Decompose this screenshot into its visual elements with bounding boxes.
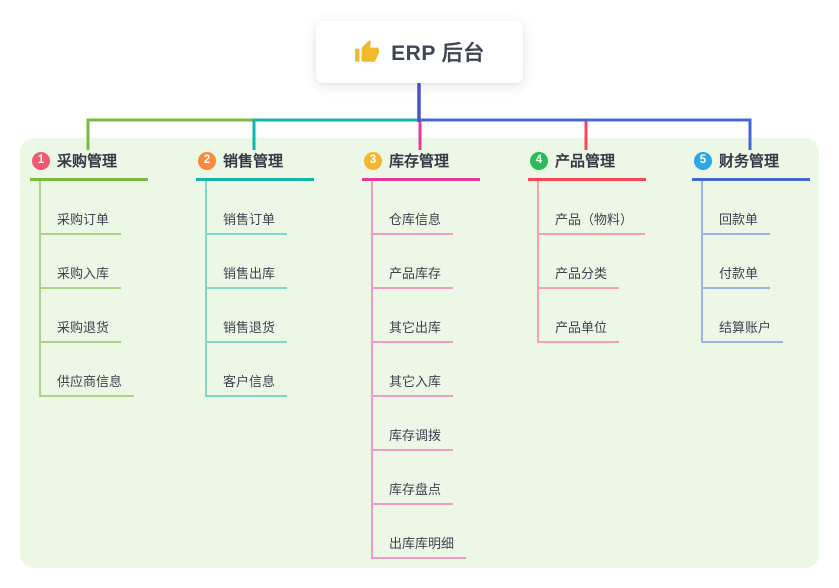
branch-item-label[interactable]: 产品分类 xyxy=(539,263,620,289)
branch-item: 付款单 xyxy=(703,235,810,289)
branch-item-label[interactable]: 客户信息 xyxy=(207,371,288,397)
branch-2: 2 销售管理销售订单销售出库销售退货客户信息 xyxy=(196,146,314,397)
branch-title: 采购管理 xyxy=(57,153,118,170)
branch-header-3[interactable]: 3 库存管理 xyxy=(362,146,480,181)
branch-item: 仓库信息 xyxy=(373,181,480,235)
branch-item-label[interactable]: 销售订单 xyxy=(207,209,288,235)
branch-item-label[interactable]: 产品库存 xyxy=(373,263,454,289)
branch-item-label[interactable]: 仓库信息 xyxy=(373,209,454,235)
branch-item: 结算账户 xyxy=(703,289,810,343)
branch-item: 回款单 xyxy=(703,181,810,235)
connector-branch-2 xyxy=(252,118,419,150)
branch-4: 4 产品管理产品（物料） 产品分类产品单位 xyxy=(528,146,646,343)
branch-number-badge: 2 xyxy=(198,151,216,170)
branch-item-label[interactable]: 库存盘点 xyxy=(373,479,454,505)
branch-item-label[interactable]: 采购退货 xyxy=(41,317,122,343)
branch-item-label[interactable]: 出库库明细 xyxy=(373,533,467,559)
branch-item-label[interactable]: 销售退货 xyxy=(207,317,288,343)
branch-3: 3 库存管理仓库信息产品库存其它出库其它入库库存调拨库存盘点出库库明细 xyxy=(362,146,480,559)
branch-item-label[interactable]: 采购订单 xyxy=(41,209,122,235)
branch-items: 仓库信息产品库存其它出库其它入库库存调拨库存盘点出库库明细 xyxy=(371,181,480,559)
thumbs-up-icon xyxy=(355,40,380,62)
root-node-title: ERP 后台 xyxy=(391,42,485,65)
branch-item: 销售出库 xyxy=(207,235,314,289)
branch-item: 产品库存 xyxy=(373,235,480,289)
branch-title: 财务管理 xyxy=(719,153,780,170)
branch-items: 回款单付款单结算账户 xyxy=(701,181,810,343)
branch-item-label[interactable]: 销售出库 xyxy=(207,263,288,289)
branch-item-label[interactable]: 采购入库 xyxy=(41,263,122,289)
branch-item: 其它出库 xyxy=(373,289,480,343)
branch-title: 库存管理 xyxy=(389,153,450,170)
branch-item-label[interactable]: 产品（物料） xyxy=(539,209,646,235)
branch-header-4[interactable]: 4 产品管理 xyxy=(528,146,646,181)
branch-item: 采购入库 xyxy=(41,235,148,289)
branch-item: 出库库明细 xyxy=(373,505,480,559)
branch-item-label[interactable]: 供应商信息 xyxy=(41,371,135,397)
branch-header-2[interactable]: 2 销售管理 xyxy=(196,146,314,181)
branch-item-label[interactable]: 结算账户 xyxy=(703,317,784,343)
branch-item-label[interactable]: 产品单位 xyxy=(539,317,620,343)
branch-number-badge: 5 xyxy=(694,151,712,170)
branch-item-label[interactable]: 回款单 xyxy=(703,209,771,235)
branch-item-label[interactable]: 其它入库 xyxy=(373,371,454,397)
branch-item: 销售退货 xyxy=(207,289,314,343)
branch-item: 供应商信息 xyxy=(41,343,148,397)
branch-items: 产品（物料） 产品分类产品单位 xyxy=(537,181,646,343)
branch-item: 销售订单 xyxy=(207,181,314,235)
branch-item: 库存调拨 xyxy=(373,397,480,451)
branch-item: 客户信息 xyxy=(207,343,314,397)
branch-item: 产品分类 xyxy=(539,235,646,289)
branch-title: 销售管理 xyxy=(223,153,284,170)
branch-item-label[interactable]: 其它出库 xyxy=(373,317,454,343)
branch-item: 产品（物料） xyxy=(539,181,646,235)
branch-item-label[interactable]: 库存调拨 xyxy=(373,425,454,451)
branch-number-badge: 4 xyxy=(530,151,548,170)
branch-item: 库存盘点 xyxy=(373,451,480,505)
branches-background-panel xyxy=(20,138,819,568)
branch-header-1[interactable]: 1 采购管理 xyxy=(30,146,148,181)
root-node-erp[interactable]: ERP 后台 xyxy=(316,21,523,83)
branch-number-badge: 3 xyxy=(364,151,382,170)
branch-1: 1 采购管理采购订单采购入库采购退货供应商信息 xyxy=(30,146,148,397)
branch-item: 采购退货 xyxy=(41,289,148,343)
branch-number-badge: 1 xyxy=(32,151,50,170)
branch-item-label[interactable]: 付款单 xyxy=(703,263,771,289)
connector-branch-5 xyxy=(419,118,752,150)
branch-5: 5 财务管理回款单付款单结算账户 xyxy=(692,146,810,343)
branch-item: 产品单位 xyxy=(539,289,646,343)
branch-header-5[interactable]: 5 财务管理 xyxy=(692,146,810,181)
branch-title: 产品管理 xyxy=(555,153,616,170)
branch-item: 采购订单 xyxy=(41,181,148,235)
branch-item: 其它入库 xyxy=(373,343,480,397)
branch-items: 采购订单采购入库采购退货供应商信息 xyxy=(39,181,148,397)
branch-items: 销售订单销售出库销售退货客户信息 xyxy=(205,181,314,397)
